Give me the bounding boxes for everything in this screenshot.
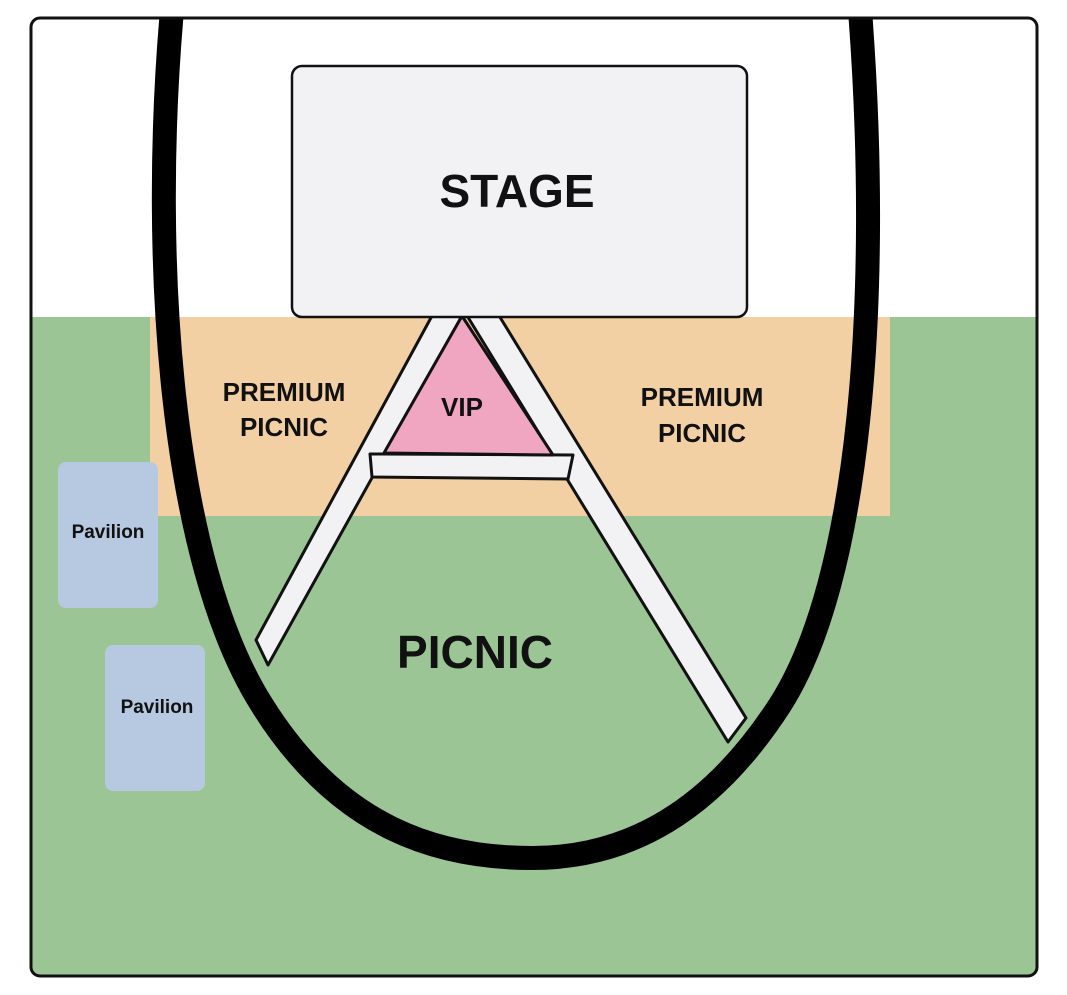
vip-label: VIP: [441, 392, 483, 422]
vip-zone[interactable]: [382, 314, 555, 457]
picnic-label: PICNIC: [397, 626, 553, 678]
premium-picnic-left-line2: PICNIC: [240, 412, 328, 442]
pavilion-2[interactable]: [105, 645, 205, 791]
premium-picnic-left-line1: PREMIUM: [223, 377, 346, 407]
stage-block[interactable]: [290, 64, 749, 319]
pavilion-2-label: Pavilion: [121, 697, 194, 718]
premium-picnic-right-line1: PREMIUM: [641, 382, 764, 412]
map-frame: [29, 16, 1039, 978]
stage-label: STAGE: [439, 165, 594, 217]
pavilion-1[interactable]: [58, 462, 158, 608]
premium-picnic-right-line2: PICNIC: [658, 418, 746, 448]
walkway-junction-fill: [376, 456, 566, 477]
pavilion-1-label: Pavilion: [72, 522, 145, 543]
track-boundary: [151, 18, 880, 871]
